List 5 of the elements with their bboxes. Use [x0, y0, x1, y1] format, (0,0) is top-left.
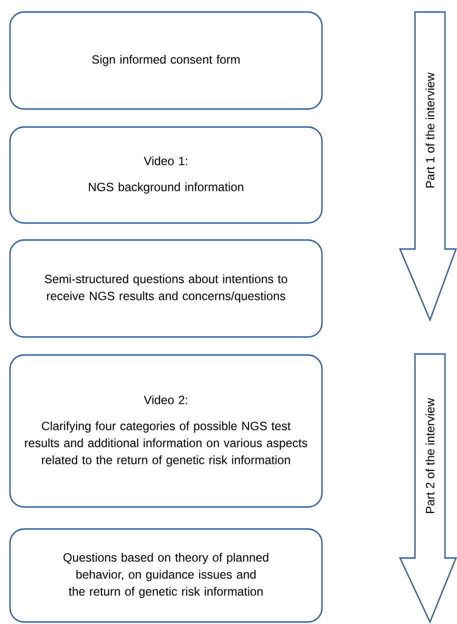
process-box: Sign informed consent form [9, 11, 323, 110]
process-box: Questions based on theory of planned behavior, on guidance issues and the return of genetic risk information [9, 528, 323, 623]
process-box: Video 1: NGS background information [9, 126, 323, 224]
process-box: Video 2: Clarifying four categories of possible NGS test results and additional information on various aspects related to the return of genetic risk information [9, 354, 323, 508]
process-box: Semi-structured questions about intentions to receive NGS results and concerns/questions [9, 239, 323, 338]
